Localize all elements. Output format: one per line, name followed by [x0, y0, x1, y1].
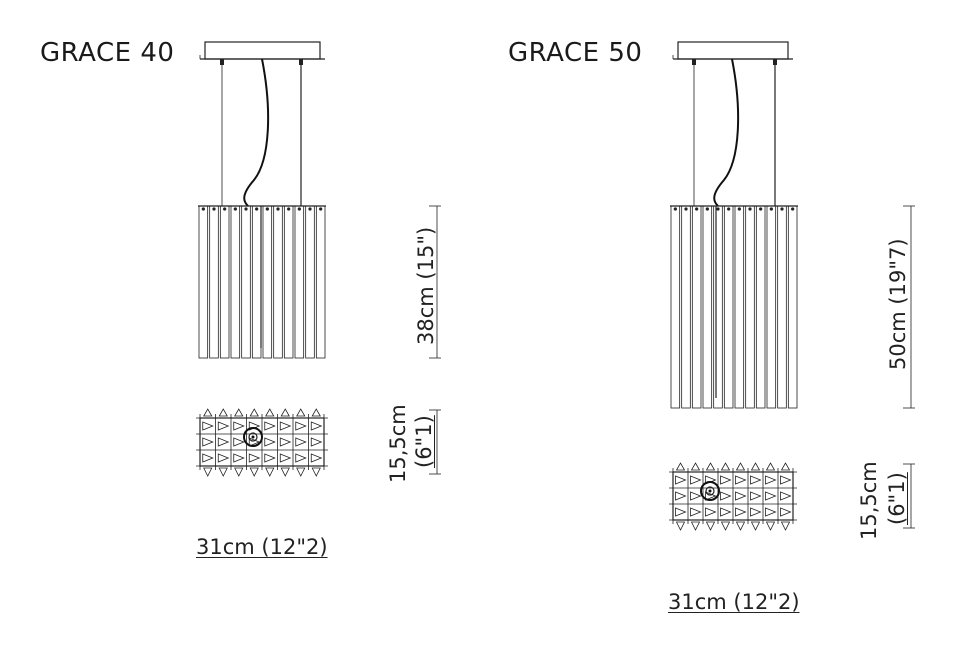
grace50-tube — [691, 205, 702, 409]
grace50-width-label: 31cm (12"2) — [668, 590, 800, 614]
grace40-tube — [198, 205, 209, 359]
grace50-tube — [787, 205, 798, 409]
grace40-canopy — [204, 41, 321, 60]
grace50-title: GRACE 50 — [508, 38, 643, 68]
grace40-tube — [262, 205, 273, 359]
grace50-canopy — [677, 41, 789, 60]
grace50-canopy-plan — [700, 481, 720, 501]
grace50-plan-depth-inch-label: (6"1) — [885, 472, 909, 525]
grace50-tube — [766, 205, 777, 409]
grace50-tube — [713, 205, 723, 409]
grace40-tube — [283, 205, 294, 359]
grace40-title: GRACE 40 — [40, 38, 175, 68]
grace40-tube — [305, 205, 315, 359]
grace50-tube — [777, 205, 787, 409]
grace40-plan-view — [196, 408, 328, 477]
grace50-plan-depth-label: 15,5cm — [857, 461, 881, 540]
grace40-tube — [294, 205, 305, 359]
grace50-tube — [723, 205, 734, 409]
grace50-tube — [702, 205, 713, 409]
grace50-plan-depth-dimension — [903, 463, 915, 529]
grace40-tube — [241, 205, 251, 359]
grace40-tube — [273, 205, 283, 359]
grace40-tube — [315, 205, 326, 359]
grace40-tube — [230, 205, 241, 359]
grace50-tube — [745, 205, 755, 409]
grace40-power-cable — [243, 58, 270, 207]
grace40-tube — [251, 205, 262, 359]
grace50-elevation — [670, 41, 798, 409]
grace40-plan-depth-inch-label: (6"1) — [412, 415, 436, 468]
grace50-tube — [734, 205, 745, 409]
grace40-width-label: 31cm (12"2) — [196, 535, 328, 559]
grace40-canopy-plan — [243, 427, 263, 447]
grace50-power-cable — [713, 58, 740, 207]
grace40-tube — [209, 205, 219, 359]
grace50-height-dimension — [903, 205, 915, 409]
grace50-tube — [755, 205, 766, 409]
grace50-tube — [681, 205, 691, 409]
grace40-plan-depth-label: 15,5cm — [386, 404, 410, 483]
grace40-height-label: 38cm (15") — [414, 226, 438, 345]
grace50-tube — [670, 205, 681, 409]
grace40-elevation — [198, 41, 326, 359]
grace50-height-label: 50cm (19"7) — [886, 238, 910, 370]
grace40-height-dimension — [429, 205, 441, 359]
grace40-tube — [219, 205, 230, 359]
grace40-plan-depth-dimension — [429, 409, 441, 475]
grace50-plan-view — [669, 462, 797, 531]
